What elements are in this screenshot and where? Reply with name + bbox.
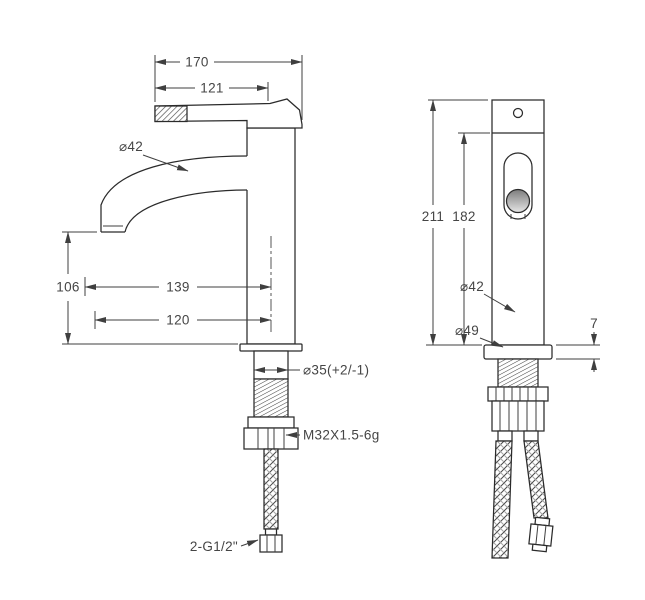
side-handle-knurled-grip xyxy=(154,105,188,123)
side-shank-plain xyxy=(253,350,289,380)
dim-text-spout-height: 106 xyxy=(56,280,79,295)
side-spout-inner-edge xyxy=(124,189,248,233)
side-flex-hose xyxy=(263,448,279,530)
side-base-flange xyxy=(239,343,303,352)
side-view xyxy=(100,98,303,553)
dim-text-mounting-hole: ⌀35(+2/-1) xyxy=(303,363,369,378)
front-hose-collar-right xyxy=(523,430,539,442)
front-flex-hose-right xyxy=(523,440,549,519)
dim-text-total-height: 211 xyxy=(422,209,444,224)
front-screw-hole xyxy=(512,107,524,119)
side-mounting-nut-lower xyxy=(243,427,299,450)
leader-line xyxy=(142,154,189,172)
leader-line xyxy=(240,539,259,547)
dim-text-hose-thread: 2-G1/2" xyxy=(190,539,238,554)
side-hose-hex-nut xyxy=(259,534,283,553)
side-hose-collar xyxy=(264,528,278,536)
dim-text-base-flange-height: 7 xyxy=(590,316,598,331)
leader-line xyxy=(479,337,504,348)
front-view xyxy=(483,99,554,559)
front-lever-end xyxy=(505,188,531,214)
side-handle-lever xyxy=(154,98,303,129)
dim-text-body-diameter: ⌀42 xyxy=(460,279,484,294)
dim-text-base-diameter: ⌀49 xyxy=(455,323,479,338)
side-spout-fill xyxy=(101,156,249,232)
front-hose-fitting xyxy=(528,516,554,553)
front-fitting-hex-nut xyxy=(528,523,554,547)
front-base-flange xyxy=(483,344,553,360)
front-hose-collar-left xyxy=(497,430,513,442)
front-view-dimensions: 211 182 ⌀42 ⌀49 7 xyxy=(422,99,600,372)
dim-text-spout-reach-inner: 120 xyxy=(166,313,189,328)
front-mounting-nut-upper xyxy=(487,386,549,402)
dim-text-overall-width: 170 xyxy=(185,55,208,70)
dim-text-body-height: 182 xyxy=(452,209,475,224)
front-shank-thread xyxy=(497,358,539,388)
side-shank-thread xyxy=(253,378,289,418)
front-hex-flat-line xyxy=(535,524,539,545)
side-mounting-nut-upper xyxy=(247,416,295,429)
dim-text-thread-spec: M32X1.5-6g xyxy=(303,428,380,443)
dim-text-spout-reach: 139 xyxy=(166,280,189,295)
leader-line xyxy=(483,293,516,313)
front-fitting-tip xyxy=(531,543,548,553)
dim-text-handle-length: 121 xyxy=(200,81,223,96)
side-spout-outer-edge xyxy=(100,155,248,232)
dim-text-spout-diameter: ⌀42 xyxy=(119,139,143,154)
side-view-dimensions: 170 121 ⌀42 106 139 120 ⌀35(+2/-1) M32X1… xyxy=(56,55,379,555)
front-hex-flat-line xyxy=(543,525,547,546)
front-body-column xyxy=(491,99,545,346)
front-flex-hose-left xyxy=(491,440,513,559)
